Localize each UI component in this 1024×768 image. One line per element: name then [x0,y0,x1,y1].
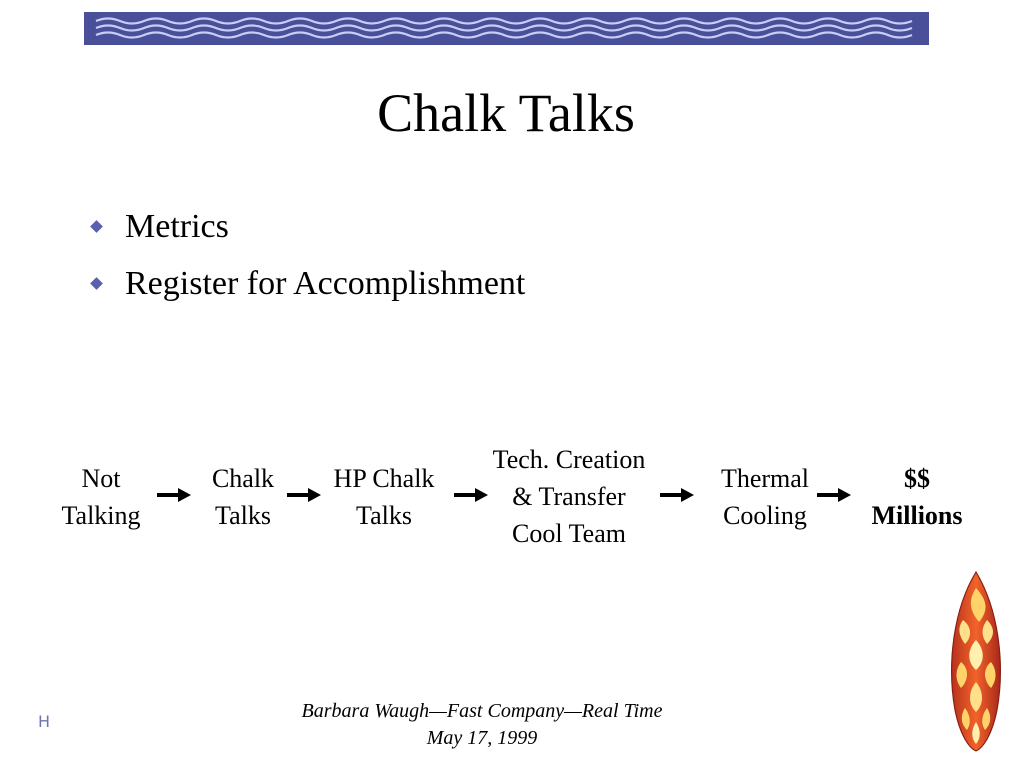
flow-step-millions: $$ Millions [858,460,976,534]
right-arrow-icon [817,488,851,502]
flow-step-line: Tech. Creation [492,445,646,474]
bullet-label: Register for Accomplishment [125,265,526,302]
wave-pattern-icon [95,17,913,39]
bullet-list: Metrics Register for Accomplishment [88,205,525,319]
flow-step-line: HP Chalk [333,464,435,493]
flow-step-line: Talks [215,501,271,530]
flow-step-line: Talking [61,501,141,530]
bullet-item: Register for Accomplishment [88,262,525,319]
flow-step-line: Chalk [211,464,275,493]
flow-step-line: Millions [871,501,963,530]
right-arrow-icon [454,488,488,502]
flow-step-tech-creation: Tech. Creation & Transfer Cool Team [474,441,664,552]
flow-step-line: Thermal [720,464,810,493]
right-arrow-icon [287,488,321,502]
footer-line: Barbara Waugh—Fast Company—Real Time [301,700,663,722]
bullet-item: Metrics [88,205,525,262]
footer-citation: Barbara Waugh—Fast Company—Real Time May… [262,698,702,752]
flow-step-thermal-cooling: Thermal Cooling [706,460,824,534]
footer-line: May 17, 1999 [426,727,538,749]
slide-title: Chalk Talks [377,83,635,143]
flow-step-hp-chalk-talks: HP Chalk Talks [318,460,450,534]
flow-step-line: Cool Team [512,519,626,548]
corner-mark: H [38,712,51,731]
flow-step-not-talking: Not Talking [42,460,160,534]
right-arrow-icon [157,488,191,502]
flow-step-chalk-talks: Chalk Talks [192,460,294,534]
flow-step-line: & Transfer [512,482,626,511]
flow-step-line: $$ [904,464,930,493]
flow-step-line: Cooling [723,501,807,530]
bullet-label: Metrics [125,208,229,245]
flow-step-line: Talks [356,501,412,530]
surfboard-icon [947,570,1005,752]
wave-banner [84,12,929,45]
flow-step-line: Not [81,464,121,493]
right-arrow-icon [660,488,694,502]
diamond-bullet-icon [90,277,103,290]
diamond-bullet-icon [90,220,103,233]
